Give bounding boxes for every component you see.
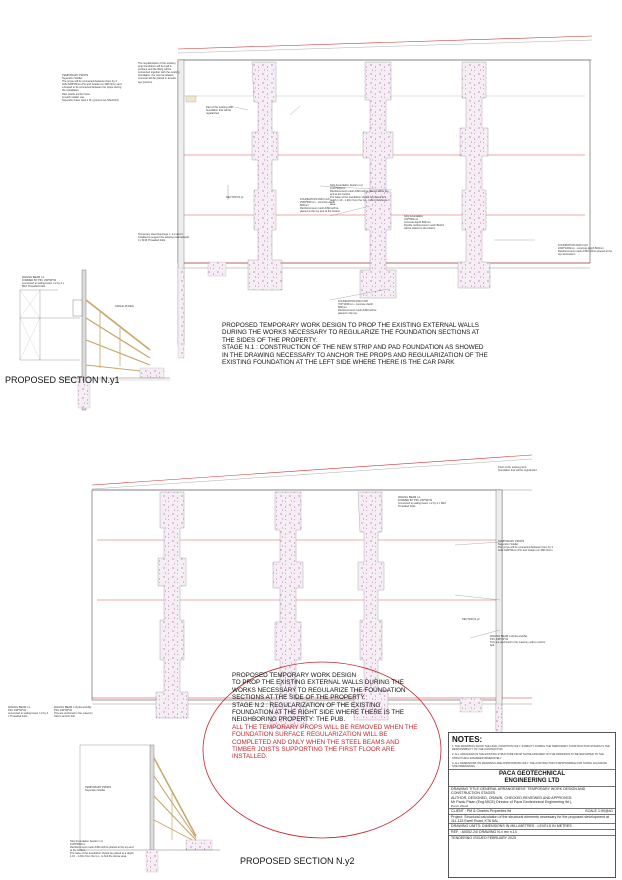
stage-2-description: PROPOSED TEMPORARY WORK DESIGN TO PROP T… — [232, 672, 418, 761]
stage-2-highlight-ellipse — [202, 661, 442, 839]
note-pad-foundation: FOUNDATION PAD N.1/2 2500*500mm - concre… — [300, 198, 341, 214]
section-title-y2: PROPOSED SECTION N.y2 — [240, 856, 355, 866]
note-strip-bottom: Strip Foundation Section n.3 1100*500mm … — [70, 840, 134, 859]
note-strip-foundation: Strip Foundation Section n.2 1100*500mm … — [330, 184, 389, 206]
note-waling-right: WALING BEAM n.1 FORMED BY PFC 230*90*32 … — [398, 496, 446, 509]
note-temporary-props-1: TEMPORARY PROPS Superslim Soldier The pr… — [62, 74, 122, 102]
author-name: Mr Paolo Pisan (Eng.MICE) Director of Pa… — [451, 800, 573, 805]
project: Project: Structural calculation of the s… — [449, 814, 615, 823]
note-waling-bottom-2: WALING BEAM n.2(e2a and 8a) PFC 230*90*3… — [54, 706, 93, 719]
note-waling-right-2: WALING BEAM n.2(e2a and 8a) PFC 230*90*3… — [490, 635, 546, 648]
note-item: 1. THE DRAWINGS SHOW THE FINAL CONDITION… — [452, 745, 610, 752]
section-title-y1: PROPOSED SECTION N.y1 — [5, 375, 120, 385]
title-block: NOTES: 1. THE DRAWINGS SHOW THE FINAL CO… — [448, 732, 616, 878]
tendering: TENDERING ISSUED FEBRUARY 2025 — [449, 834, 615, 841]
client-row: CLIENT : PM & Charles Properties Itd SCA… — [449, 808, 615, 814]
stage-1-description: PROPOSED TEMPORARY WORK DESIGN TO PROP T… — [222, 322, 488, 367]
note-temp-fixed: Temporary steel fixed legs n. 1-2 and 3 … — [138, 233, 190, 243]
company-name: PACA GEOTECHNICAL ENGINEERING LTD — [449, 769, 615, 786]
note-temp-props-bottom: TEMPORARY PROPS Superslim Soldier — [85, 786, 112, 793]
client: CLIENT : PM & Charles Properties Itd — [451, 809, 512, 814]
note-point-existing: Point of the existing strip foundation t… — [498, 466, 537, 473]
note-part-existing: Part of the existing strip foundation th… — [206, 106, 234, 116]
notes-list: 1. THE DRAWINGS SHOW THE FINAL CONDITION… — [449, 744, 615, 769]
notes-heading: NOTES: — [452, 735, 483, 744]
drawing-ref: REF. : A0052.24/ DRAWING N.4 rev n.14 — [449, 829, 615, 835]
note-pad-bottom: FOUNDATION PAD N.6/8 700*1400mm - concre… — [338, 300, 377, 316]
note-item: 2. ALL VARIANCES IN THE EXISTING STRUCTU… — [452, 753, 604, 760]
angle-label: ANGLE 45 DEG — [115, 305, 134, 308]
note-waling-bottom-left: WALING BEAM n.1 PFC 230*90*32 connected … — [8, 706, 49, 719]
note-temporary-props-2: TEMPORARY PROPS Superslim Soldier The pr… — [498, 540, 554, 553]
author-label: AUTHOR, DESIGNED, DRAWN, CHECKED,REVIEWE… — [451, 795, 573, 800]
signature: Paolo Pisan — [451, 804, 469, 808]
note-top: The regularization of the existing strip… — [138, 62, 180, 84]
drawing-title: DRAWING TITLE:GENERAL ARRANGEMENT: TEMPO… — [449, 786, 615, 795]
note-item: 3. ALL DIMENSIONS ON DRAWINGS ARE APPROX… — [452, 761, 607, 769]
scale: SCALE 1:50@A1 — [585, 809, 613, 814]
note-pad-foundation-right: FOUNDATION PAD N.3/4 2200*1200mm - concr… — [558, 244, 613, 257]
section-mark-y2: SECTION N.y2 — [462, 618, 480, 621]
note-waling-beam-1: WALING BEAM n.1 FORMED BY PFC 230*90*32 … — [22, 276, 65, 289]
section-mark-y1: SECTION N.y1 — [226, 196, 244, 199]
upper-section-drawing — [19, 35, 593, 411]
stage-2-warning: ALL THE TEMPORARY PROPS WILL BE REMOVED … — [232, 723, 418, 761]
stage-2-text: PROPOSED TEMPORARY WORK DESIGN TO PROP T… — [232, 672, 406, 724]
note-strip-right: Strip Foundation 700*500mm concrete dept… — [404, 215, 444, 231]
drawing-units: DRAWING UNITS: DIMENSIONS IN MILLIMETRES… — [449, 823, 615, 829]
lower-section-drawing — [79, 454, 533, 873]
